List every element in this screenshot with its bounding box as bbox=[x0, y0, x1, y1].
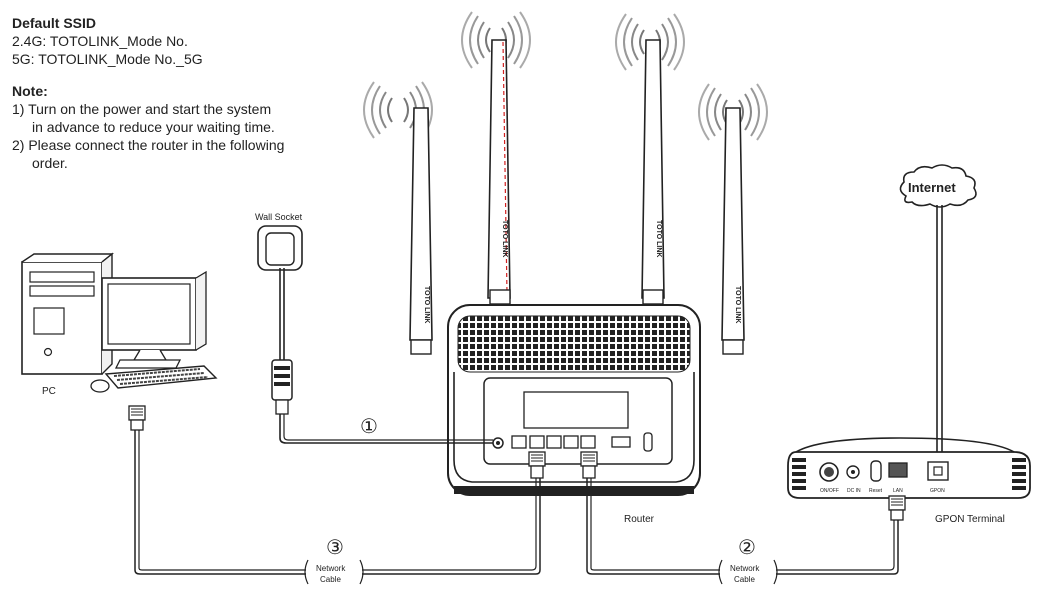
rj45-plug-icon bbox=[580, 451, 598, 479]
gpon-port-gpon-label: GPON bbox=[930, 488, 945, 494]
router bbox=[447, 304, 701, 496]
pc-label: PC bbox=[42, 386, 56, 397]
step-1-marker: ① bbox=[360, 416, 378, 438]
note-heading: Note: bbox=[12, 83, 48, 99]
network-cable-3-label-line2: Cable bbox=[320, 575, 341, 584]
step-2-marker: ② bbox=[738, 537, 756, 559]
gpon-terminal: ON/OFF DC IN Reset LAN GPON bbox=[787, 437, 1031, 499]
rj45-plug-icon bbox=[528, 451, 546, 479]
antenna-brand-label: TOTO LINK bbox=[423, 286, 430, 323]
ssid-5g: 5G: TOTOLINK_Mode No._5G bbox=[12, 51, 203, 67]
note-2-line-1: 2) Please connect the router in the foll… bbox=[12, 137, 285, 153]
instructions-panel: Default SSID 2.4G: TOTOLINK_Mode No. 5G:… bbox=[12, 14, 332, 172]
gpon-port-lan-label: LAN bbox=[893, 488, 903, 494]
antenna-outer-left: TOTO LINK bbox=[409, 107, 433, 355]
step-3-marker: ③ bbox=[326, 537, 344, 559]
network-cable-2-label-line1: Network bbox=[730, 564, 760, 573]
gpon-port-dcin-label: DC IN bbox=[847, 488, 861, 494]
ssid-24g: 2.4G: TOTOLINK_Mode No. bbox=[12, 33, 188, 49]
cloud-icon: Internet bbox=[899, 164, 977, 208]
antenna-inner-left: TOTO LINK bbox=[487, 39, 511, 305]
wall-socket-label: Wall Socket bbox=[255, 212, 303, 222]
router-label: Router bbox=[624, 514, 655, 525]
note-1-line-1: 1) Turn on the power and start the syste… bbox=[12, 101, 272, 117]
antenna-brand-label: TOTO LINK bbox=[734, 286, 741, 323]
network-cable-2-label-line2: Cable bbox=[734, 575, 755, 584]
rj45-plug-icon bbox=[888, 495, 906, 521]
router-usb-port bbox=[611, 436, 631, 448]
note-1-line-2: in advance to reduce your waiting time. bbox=[32, 119, 275, 135]
router-power-switch bbox=[643, 432, 653, 452]
power-plug-icon bbox=[257, 225, 303, 415]
rj45-plug-icon bbox=[128, 405, 146, 431]
gpon-port-reset-label: Reset bbox=[869, 488, 883, 494]
gpon-port-onoff-label: ON/OFF bbox=[820, 488, 839, 494]
antenna-brand-label: TOTO LINK bbox=[501, 220, 508, 257]
note-2-line-2: order. bbox=[32, 155, 68, 171]
pc bbox=[21, 252, 218, 393]
power-cable bbox=[279, 414, 493, 444]
network-cable-3-label-line1: Network bbox=[316, 564, 346, 573]
antenna-inner-right: TOTO LINK bbox=[641, 39, 665, 305]
gpon-terminal-label: GPON Terminal bbox=[935, 514, 1005, 525]
router-ethernet-ports bbox=[511, 435, 596, 449]
ssid-heading: Default SSID bbox=[12, 15, 97, 31]
internet-label: Internet bbox=[908, 180, 956, 195]
antenna-brand-label: TOTO LINK bbox=[655, 220, 662, 257]
antenna-outer-right: TOTO LINK bbox=[721, 107, 745, 355]
